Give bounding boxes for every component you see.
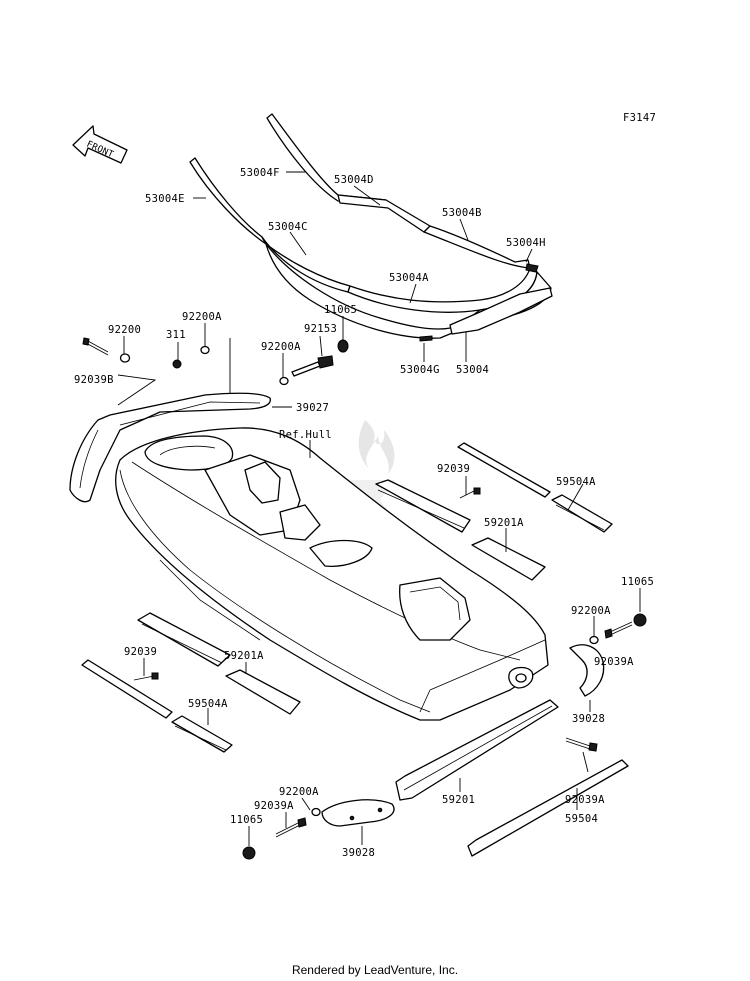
washer-92200 xyxy=(119,353,131,363)
footer-credit: Rendered by LeadVenture, Inc. xyxy=(292,963,458,977)
seat-mat-leaders xyxy=(193,171,533,362)
strip-59201 xyxy=(395,699,559,801)
label-39028-right: 39028 xyxy=(572,713,605,725)
label-92039-left: 92039 xyxy=(124,646,157,658)
label-92153: 92153 xyxy=(304,323,337,335)
bolt-92039-left xyxy=(133,672,159,681)
bolt-92039A-bottom xyxy=(275,817,307,838)
label-53004F: 53004F xyxy=(240,167,280,179)
label-92200A-mid: 92200A xyxy=(261,341,301,353)
label-92039A-right: 92039A xyxy=(594,656,634,668)
label-53004G: 53004G xyxy=(400,364,440,376)
strip-59201A-right xyxy=(375,479,546,581)
label-53004A: 53004A xyxy=(389,272,429,284)
label-53004C: 53004C xyxy=(268,221,308,233)
cover-39028-right xyxy=(569,644,605,697)
strip-59504 xyxy=(467,759,629,857)
mat-53004F xyxy=(266,113,391,207)
strip-59504A-right xyxy=(457,442,613,533)
bolt-92039A-mid xyxy=(565,737,598,752)
strip-59201A-left xyxy=(137,612,301,715)
grip-39027 xyxy=(69,392,271,503)
nut-311 xyxy=(172,359,182,369)
cap-11065-bottom xyxy=(242,846,256,860)
label-11065-bottom: 11065 xyxy=(230,814,263,826)
cover-39028-bottom xyxy=(321,799,395,827)
label-311: 311 xyxy=(166,329,186,341)
mat-53004H xyxy=(525,263,539,273)
label-59201: 59201 xyxy=(442,794,475,806)
label-59201A-left: 59201A xyxy=(224,650,264,662)
label-92200A-right: 92200A xyxy=(571,605,611,617)
bolt-92039B xyxy=(82,337,109,356)
label-39027: 39027 xyxy=(296,402,329,414)
label-39028-bottom: 39028 xyxy=(342,847,375,859)
bolt-92153 xyxy=(291,355,334,377)
label-92200A-bottom: 92200A xyxy=(279,786,319,798)
washer-92200A-bottom xyxy=(311,807,321,817)
label-92200-left: 92200 xyxy=(108,324,141,336)
label-11065-top: 11065 xyxy=(324,304,357,316)
mat-53004G xyxy=(419,335,433,342)
strip-59504A-left xyxy=(81,659,233,753)
bolt-92039A-right xyxy=(604,621,633,639)
front-arrow-icon: FRONT xyxy=(72,125,128,164)
washer-92200A-right xyxy=(589,635,599,645)
label-53004D: 53004D xyxy=(334,174,374,186)
label-59504: 59504 xyxy=(565,813,598,825)
washer-92200A-left xyxy=(200,345,210,355)
cap-11065-top xyxy=(337,339,349,353)
label-92039A-mid: 92039A xyxy=(565,794,605,806)
cap-11065-right xyxy=(633,613,647,627)
bolt-92039-right xyxy=(459,487,481,499)
label-11065-right: 11065 xyxy=(621,576,654,588)
mat-53004D xyxy=(337,194,431,233)
washer-92200A-mid xyxy=(279,376,289,386)
label-59504A-right: 59504A xyxy=(556,476,596,488)
label-53004: 53004 xyxy=(456,364,489,376)
figure-code: F3147 xyxy=(623,112,656,124)
label-59504A-left: 59504A xyxy=(188,698,228,710)
label-92039B: 92039B xyxy=(74,374,114,386)
label-92200A-top: 92200A xyxy=(182,311,222,323)
label-53004E: 53004E xyxy=(145,193,185,205)
reference-hull-label: Ref.Hull xyxy=(279,429,332,441)
label-53004B: 53004B xyxy=(442,207,482,219)
label-92039-right: 92039 xyxy=(437,463,470,475)
mat-53004B xyxy=(423,225,531,269)
seat-mat-group xyxy=(189,113,553,342)
label-59201A-right: 59201A xyxy=(484,517,524,529)
hull-reference xyxy=(115,427,549,721)
mat-53004 xyxy=(449,287,553,335)
label-53004H: 53004H xyxy=(506,237,546,249)
label-92039A-bottom: 92039A xyxy=(254,800,294,812)
